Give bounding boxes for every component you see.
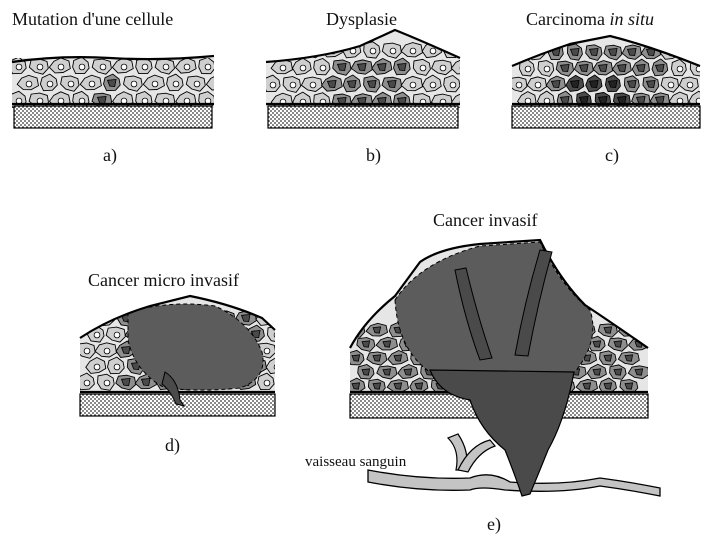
nucleus: [310, 82, 316, 88]
nucleus: [274, 332, 280, 338]
blood-vessel-label: vaisseau sanguin: [305, 452, 406, 472]
panel-c-letter: c): [605, 145, 619, 165]
nucleus: [687, 82, 693, 88]
panel-c-title: Carcinoma in situ: [526, 9, 654, 29]
panel-e-title: Cancer invasif: [433, 210, 537, 230]
nucleus: [26, 81, 32, 87]
normal-cell: [509, 43, 526, 59]
nucleus: [114, 364, 120, 370]
nucleus: [450, 82, 456, 88]
panel-a-letter: a): [103, 145, 117, 165]
panel-c-cells: [509, 36, 707, 110]
panel-d-cells: [76, 296, 286, 392]
nucleus: [270, 48, 276, 54]
nucleus: [460, 65, 466, 71]
nucleus: [544, 66, 550, 72]
normal-cell: [283, 42, 300, 58]
nucleus: [516, 50, 522, 56]
nucleus: [440, 65, 446, 71]
nucleus: [525, 66, 531, 72]
nucleus: [668, 82, 674, 88]
nucleus: [535, 82, 541, 88]
nucleus: [420, 65, 426, 71]
panel-a-tissue: [10, 56, 228, 128]
nucleus: [677, 66, 683, 72]
nucleus: [460, 99, 466, 105]
nucleus: [84, 380, 90, 386]
nucleus: [173, 81, 179, 87]
nucleus: [264, 380, 270, 386]
panel-e-invasive-front: [430, 370, 574, 496]
nucleus: [89, 81, 95, 87]
nucleus: [94, 332, 100, 338]
nucleus: [142, 64, 148, 70]
nucleus: [696, 66, 702, 72]
normal-cell: [681, 43, 698, 60]
nucleus: [131, 81, 137, 87]
panel-c-basement-membrane: [512, 106, 700, 128]
nucleus: [184, 64, 190, 70]
nucleus: [104, 380, 110, 386]
nucleus: [270, 82, 276, 88]
nucleus: [516, 82, 522, 88]
nucleus: [290, 48, 296, 54]
panel-a-basement-membrane: [14, 106, 212, 128]
nucleus: [163, 64, 169, 70]
nucleus: [264, 348, 270, 354]
nucleus: [114, 332, 120, 338]
normal-cell: [76, 310, 97, 325]
nucleus: [430, 48, 436, 54]
nucleus: [104, 348, 110, 354]
panel-c-tissue: [509, 36, 707, 128]
nucleus: [58, 64, 64, 70]
nucleus: [274, 364, 280, 370]
nucleus: [84, 316, 90, 322]
nucleus: [37, 64, 43, 70]
nucleus: [194, 81, 200, 87]
nucleus: [300, 65, 306, 71]
nucleus: [205, 64, 211, 70]
panel-d-letter: d): [165, 435, 180, 455]
panel-b-basement-membrane: [268, 106, 458, 128]
normal-cell: [264, 41, 281, 58]
nucleus: [79, 64, 85, 70]
panel-a-title: Mutation d'une cellule: [12, 9, 173, 29]
nucleus: [370, 48, 376, 54]
panel-d-title: Cancer micro invasif: [88, 270, 239, 290]
nucleus: [410, 82, 416, 88]
nucleus-atypical: [352, 327, 360, 333]
nucleus: [121, 64, 127, 70]
nucleus: [100, 64, 106, 70]
panel-c-title-main: Carcinoma: [526, 9, 605, 29]
nucleus: [310, 48, 316, 54]
nucleus: [410, 48, 416, 54]
panel-d-tissue: [76, 296, 286, 416]
nucleus: [94, 364, 100, 370]
nucleus: [290, 82, 296, 88]
panel-a-cells: [10, 57, 228, 108]
nucleus: [16, 64, 22, 70]
nucleus: [430, 82, 436, 88]
nucleus: [47, 81, 53, 87]
nucleus: [152, 81, 158, 87]
nucleus: [687, 50, 693, 56]
nucleus: [390, 48, 396, 54]
nucleus: [280, 65, 286, 71]
nucleus: [68, 81, 74, 87]
panel-b-tissue: [264, 30, 473, 128]
panel-c-title-italic: in situ: [609, 9, 654, 29]
panel-b-letter: b): [366, 145, 381, 165]
nucleus: [215, 81, 221, 87]
nucleus: [84, 348, 90, 354]
nucleus: [320, 65, 326, 71]
panel-b-title: Dysplasie: [326, 9, 397, 29]
panel-e-letter: e): [487, 514, 501, 534]
